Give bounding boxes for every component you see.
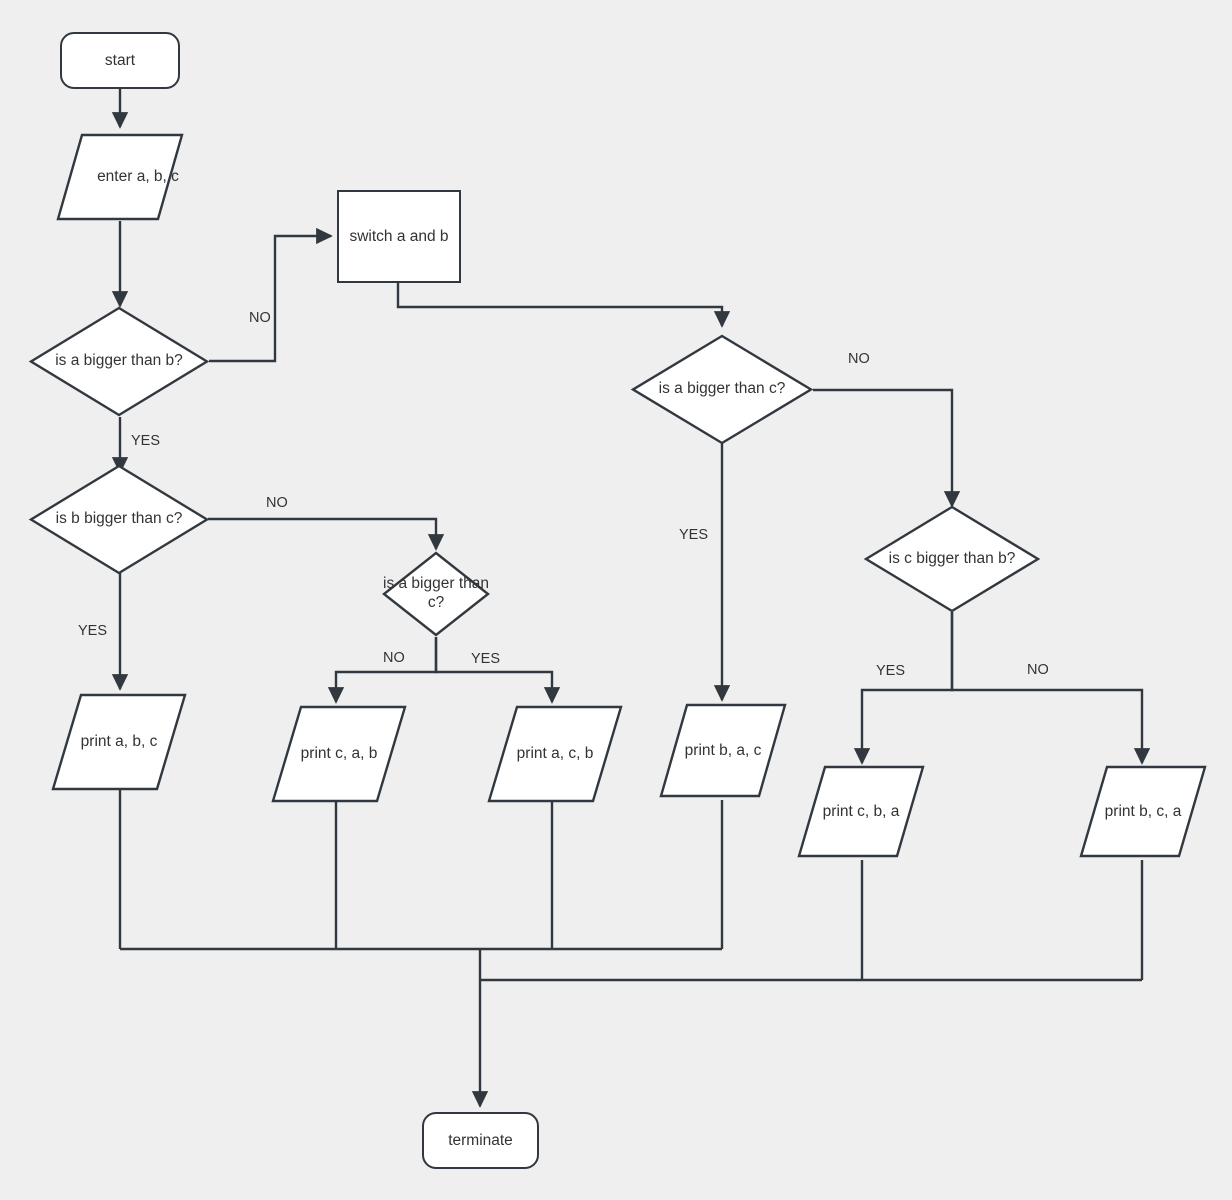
node-start-label: start [104,51,136,69]
node-print-bca[interactable]: print b, c, a [1079,765,1207,858]
edge-b-gt-c-no [208,517,445,551]
node-decision-a-gt-c-right[interactable]: is a bigger than c? [630,334,814,445]
edge-label-c-gt-b-no: NO [1027,662,1049,678]
parallelogram-shape [659,703,787,798]
diamond-shape [630,334,814,445]
node-switch-ab[interactable]: switch a and b [337,190,461,283]
node-print-cab[interactable]: print c, a, b [271,705,407,803]
node-print-abc[interactable]: print a, b, c [51,693,187,791]
edge-label-b-gt-c-no: NO [266,495,288,511]
diamond-shape [382,551,490,637]
parallelogram-shape [797,765,925,858]
node-input[interactable]: enter a, b, c [56,133,184,221]
edge-c-gt-b-no [950,612,1151,765]
parallelogram-shape [56,133,184,221]
parallelogram-shape [51,693,187,791]
node-decision-b-gt-c[interactable]: is b bigger than c? [28,464,210,575]
edge-a-gt-c-left-no [327,637,438,704]
edge-label-c-gt-b-yes: YES [876,663,906,679]
parallelogram-shape [1079,765,1207,858]
edge-label-a-gt-b-yes: YES [131,433,161,449]
edge-label-b-gt-c-yes: YES [78,623,108,639]
edge-a-gt-b-no [209,227,333,363]
diamond-shape [28,464,210,575]
node-print-cba[interactable]: print c, b, a [797,765,925,858]
edge-switch-to-a-gt-c [396,283,731,328]
parallelogram-shape [271,705,407,803]
edge-c-gt-b-yes [853,612,954,765]
node-decision-a-gt-b[interactable]: is a bigger than b? [28,306,210,417]
node-decision-a-gt-c-left[interactable]: is a bigger than c? [382,551,490,637]
node-decision-c-gt-b[interactable]: is c bigger than b? [863,505,1041,613]
edge-a-gt-c-right-no [813,388,961,508]
node-print-acb[interactable]: print a, c, b [487,705,623,803]
edge-label-a-gt-c-left-yes: YES [471,651,501,667]
node-terminate-label: terminate [448,1131,513,1149]
parallelogram-shape [487,705,623,803]
node-start[interactable]: start [60,32,180,89]
edge-label-a-gt-c-right-yes: YES [679,527,709,543]
node-print-bac[interactable]: print b, a, c [659,703,787,798]
edge-label-a-gt-c-left-no: NO [383,650,405,666]
node-terminate[interactable]: terminate [422,1112,539,1169]
diamond-shape [28,306,210,417]
diamond-shape [863,505,1041,613]
edge-a-gt-c-left-yes [434,637,561,704]
edge-label-a-gt-c-right-no: NO [848,351,870,367]
edge-label-a-gt-b-no: NO [249,310,271,326]
node-switch-ab-label: switch a and b [349,227,449,245]
